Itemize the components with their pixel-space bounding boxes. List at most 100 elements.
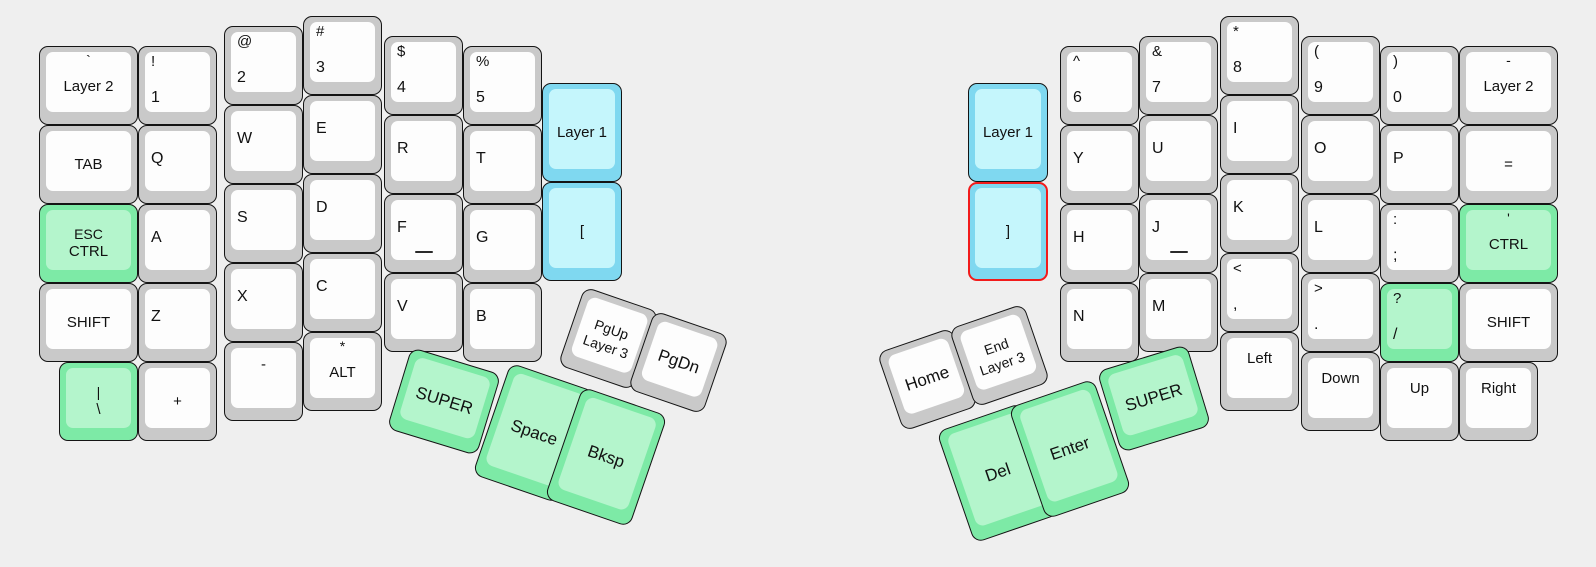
key-cap [470,52,535,112]
key-8[interactable]: * 8 [1220,16,1299,95]
key-period[interactable]: > . [1301,273,1380,352]
homing-bar-icon [1169,250,1188,253]
key-right-arrow[interactable]: Right [1459,362,1538,441]
key-cap [66,368,131,428]
key-g[interactable]: G [463,204,542,283]
key-p[interactable]: P [1380,125,1459,204]
key-equals[interactable]: = [1459,125,1558,204]
key-cap [145,289,210,349]
key-b[interactable]: B [463,283,542,362]
key-cap [1146,121,1211,181]
key-w[interactable]: W [224,105,303,184]
key-down-arrow[interactable]: Down [1301,352,1380,431]
key-layer2-left[interactable]: ` Layer 2 [39,46,138,125]
key-cap [1308,121,1373,181]
key-cap [310,101,375,161]
key-alt[interactable]: * ALT [303,332,382,411]
key-cap [310,338,375,398]
key-up-arrow[interactable]: Up [1380,362,1459,441]
key-q[interactable]: Q [138,125,217,204]
key-1[interactable]: ! 1 [138,46,217,125]
key-cap [1387,52,1452,112]
key-cap [1146,279,1211,339]
key-cap [975,188,1041,268]
key-plus[interactable]: + [138,362,217,441]
key-shift-left[interactable]: SHIFT [39,283,138,362]
key-5[interactable]: % 5 [463,46,542,125]
key-t[interactable]: T [463,125,542,204]
key-pipe-backslash[interactable]: | \ [59,362,138,441]
key-c[interactable]: C [303,253,382,332]
key-cap [231,348,296,408]
key-cap [470,131,535,191]
key-cap [1466,131,1551,191]
key-4[interactable]: $ 4 [384,36,463,115]
key-esc-ctrl[interactable]: ESC CTRL [39,204,138,283]
key-n[interactable]: N [1060,283,1139,362]
key-h[interactable]: H [1060,204,1139,283]
key-ctrl-right[interactable]: ' CTRL [1459,204,1558,283]
key-cap [1308,279,1373,339]
key-layer1-left[interactable]: Layer 1 [542,83,622,182]
key-cap [1067,289,1132,349]
key-layer1-right[interactable]: Layer 1 [968,83,1048,182]
key-cap [1227,101,1292,161]
key-cap [975,89,1041,169]
key-3[interactable]: # 3 [303,16,382,95]
key-cap [1227,259,1292,319]
key-cap [231,269,296,329]
key-2[interactable]: @ 2 [224,26,303,105]
key-m[interactable]: M [1139,273,1218,352]
key-a[interactable]: A [138,204,217,283]
key-semicolon[interactable]: : ; [1380,204,1459,283]
key-7[interactable]: & 7 [1139,36,1218,115]
key-cap [145,210,210,270]
key-cap [145,368,210,428]
key-left-arrow[interactable]: Left [1220,332,1299,411]
key-bracket-right-selected[interactable]: ] [968,182,1048,281]
key-cap [391,200,456,260]
key-cap [1067,131,1132,191]
key-d[interactable]: D [303,174,382,253]
key-shift-right[interactable]: SHIFT [1459,283,1558,362]
key-cap [46,131,131,191]
key-cap [145,52,210,112]
key-minus-left[interactable]: - [224,342,303,421]
key-9[interactable]: ( 9 [1301,36,1380,115]
key-cap [1227,338,1292,398]
key-cap [391,279,456,339]
key-tab[interactable]: TAB [39,125,138,204]
key-slash[interactable]: ? / [1380,283,1459,362]
key-6[interactable]: ^ 6 [1060,46,1139,125]
key-cap [231,32,296,92]
key-o[interactable]: O [1301,115,1380,194]
key-0[interactable]: ) 0 [1380,46,1459,125]
key-r[interactable]: R [384,115,463,194]
key-cap [549,89,615,169]
key-v[interactable]: V [384,273,463,352]
key-bracket-left[interactable]: [ [542,182,622,281]
key-comma[interactable]: < , [1220,253,1299,332]
key-cap [1387,131,1452,191]
key-l[interactable]: L [1301,194,1380,273]
key-cap [145,131,210,191]
key-cap [231,190,296,250]
key-y[interactable]: Y [1060,125,1139,204]
key-cap [231,111,296,171]
key-s[interactable]: S [224,184,303,263]
key-u[interactable]: U [1139,115,1218,194]
key-z[interactable]: Z [138,283,217,362]
key-cap [310,180,375,240]
key-f[interactable]: F [384,194,463,273]
key-i[interactable]: I [1220,95,1299,174]
key-e[interactable]: E [303,95,382,174]
key-cap [310,259,375,319]
key-cap [1308,358,1373,418]
key-x[interactable]: X [224,263,303,342]
key-j[interactable]: J [1139,194,1218,273]
key-cap [470,289,535,349]
key-cap [1146,200,1211,260]
key-layer2-right[interactable]: - Layer 2 [1459,46,1558,125]
key-k[interactable]: K [1220,174,1299,253]
